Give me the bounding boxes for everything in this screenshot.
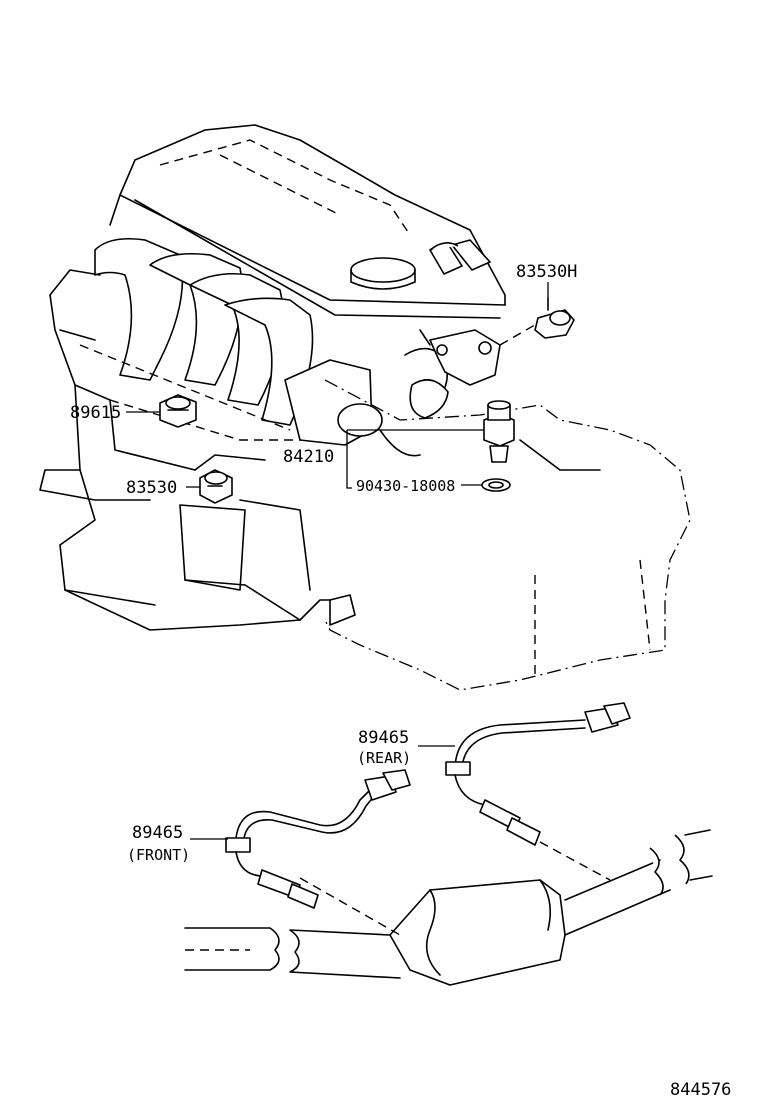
leader-lines: [126, 282, 549, 840]
illustration-number: 844576: [670, 1080, 731, 1100]
engine-illustration: [39, 124, 691, 691]
knock-sensor-89615: [159, 394, 197, 428]
label-89615: 89615: [70, 403, 121, 423]
switch-83530: [199, 469, 233, 504]
exhaust-illustration: [184, 829, 713, 986]
label-89465-rear: 89465: [358, 728, 409, 748]
label-rear-note: (REAR): [357, 749, 411, 767]
label-83530h: 83530H: [516, 262, 577, 282]
label-84210: 84210: [283, 447, 334, 467]
oxygen-sensor-front: [225, 769, 411, 909]
label-front-note: (FRONT): [127, 846, 190, 864]
label-90430: 90430-18008: [356, 477, 455, 495]
oxygen-sensor-rear: [445, 702, 631, 846]
gasket-90430: [481, 478, 511, 492]
sender-83530h: [534, 297, 575, 339]
label-83530: 83530: [126, 478, 177, 498]
label-89465-front: 89465: [132, 823, 183, 843]
switch-84210: [483, 400, 515, 463]
